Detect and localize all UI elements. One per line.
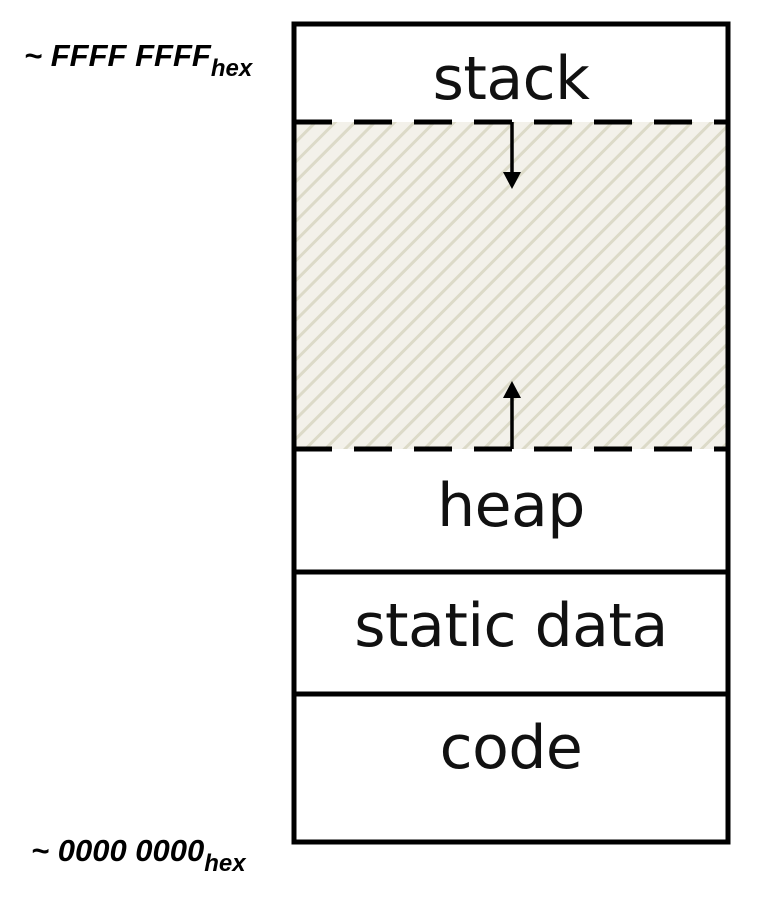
high-address-label: ~ FFFF FFFFhex [24,38,252,81]
stack-growth-arrow [503,122,521,189]
heap-growth-arrow [503,381,521,449]
stack-segment-label: stack [432,44,590,114]
code-segment-label: code [439,713,583,783]
low-address-value: ~ 0000 0000 [31,833,205,868]
static-data-segment-label: static data [354,591,668,661]
low-address-subscript: hex [204,850,246,877]
low-address-label: ~ 0000 0000hex [31,833,246,876]
high-address-value: ~ FFFF FFFF [24,38,211,73]
high-address-subscript: hex [210,55,253,82]
heap-segment-label: heap [437,471,585,541]
memory-outline [291,21,731,845]
